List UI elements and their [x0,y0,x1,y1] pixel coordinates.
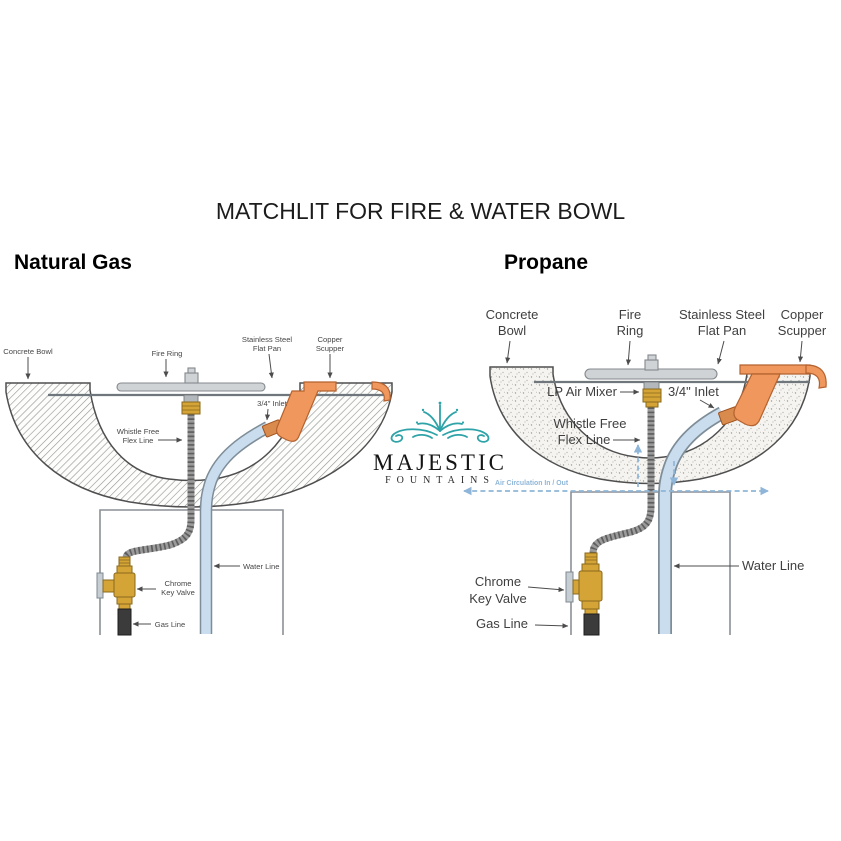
label-flex-line: Whistle Free [117,427,160,436]
fire-ring [584,354,718,380]
arrow-gas-line [534,623,569,629]
label-key-valve: Chrome [164,579,191,588]
label-fire-ring: Fire [619,307,641,322]
arrow-inlet [699,399,715,409]
label-flex-line: Flex Line [123,436,154,445]
label-gas-line: Gas Line [476,616,528,631]
flex-line [122,414,195,560]
label-flat-pan: Stainless Steel [679,307,765,322]
labels: Concrete Bowl Fire Ring Stainless Steel … [3,335,344,629]
copper-scupper [733,364,827,427]
arrow-flat-pan [268,353,274,379]
logo-name: MAJESTIC [373,450,507,475]
arrow-key-valve [527,586,565,593]
propane-diagram: Air Circulation In / Out Concrete Bowl F… [463,307,827,636]
copper-scupper [275,381,391,442]
pan-coupling [181,394,201,415]
label-concrete-bowl: Bowl [498,323,526,338]
arrow-copper-scupper [797,340,804,363]
label-gas-line: Gas Line [155,620,185,629]
majestic-fountains-logo: MAJESTIC FOUNTAINS [370,401,510,486]
fountain-flourish-icon [390,401,490,443]
chrome-key-valve [96,556,136,610]
label-concrete-bowl: Concrete Bowl [3,347,53,356]
label-key-valve: Key Valve [161,588,195,597]
lp-air-mixer [642,381,662,408]
label-key-valve: Key Valve [469,591,527,606]
arrow-inlet [264,408,271,421]
label-copper-scupper: Scupper [778,323,827,338]
label-flex-line: Flex Line [558,432,611,447]
label-concrete-bowl: Concrete [486,307,539,322]
natural-gas-diagram: Concrete Bowl Fire Ring Stainless Steel … [3,335,393,636]
label-key-valve: Chrome [475,574,521,589]
air-circulation-arrows: Air Circulation In / Out [463,444,769,496]
label-inlet: 3/4" Inlet [257,399,288,408]
label-water-line: Water Line [243,562,279,571]
chrome-key-valve [565,552,603,615]
label-air-circulation: Air Circulation In / Out [495,480,569,487]
label-copper-scupper: Scupper [316,344,345,353]
arrow-fire-ring [625,340,632,366]
flex-line [589,403,655,554]
label-flat-pan: Stainless Steel [242,335,293,344]
heading-propane: Propane [504,251,589,274]
arrow-flat-pan [716,340,725,365]
labels: Concrete Bowl Fire Ring Stainless Steel … [469,307,827,631]
label-flat-pan: Flat Pan [253,344,281,353]
label-fire-ring: Fire Ring [152,349,183,358]
gas-line-pipe [583,613,600,636]
label-flat-pan: Flat Pan [698,323,746,338]
water-line-pipe [199,421,271,634]
label-fire-ring: Ring [617,323,644,338]
label-flex-line: Whistle Free [554,416,627,431]
logo-subtitle: FOUNTAINS [385,475,495,486]
fire-ring [116,367,266,392]
label-inlet: 3/4" Inlet [668,384,719,399]
label-water-line: Water Line [742,558,804,573]
page-title: MATCHLIT FOR FIRE & WATER BOWL [215,198,626,224]
arrow-concrete-bowl [505,340,511,364]
label-copper-scupper: Copper [781,307,824,322]
gas-line-pipe [117,608,132,636]
label-lp-air-mixer: LP Air Mixer [547,384,618,399]
label-copper-scupper: Copper [318,335,343,344]
heading-natural-gas: Natural Gas [14,251,132,274]
